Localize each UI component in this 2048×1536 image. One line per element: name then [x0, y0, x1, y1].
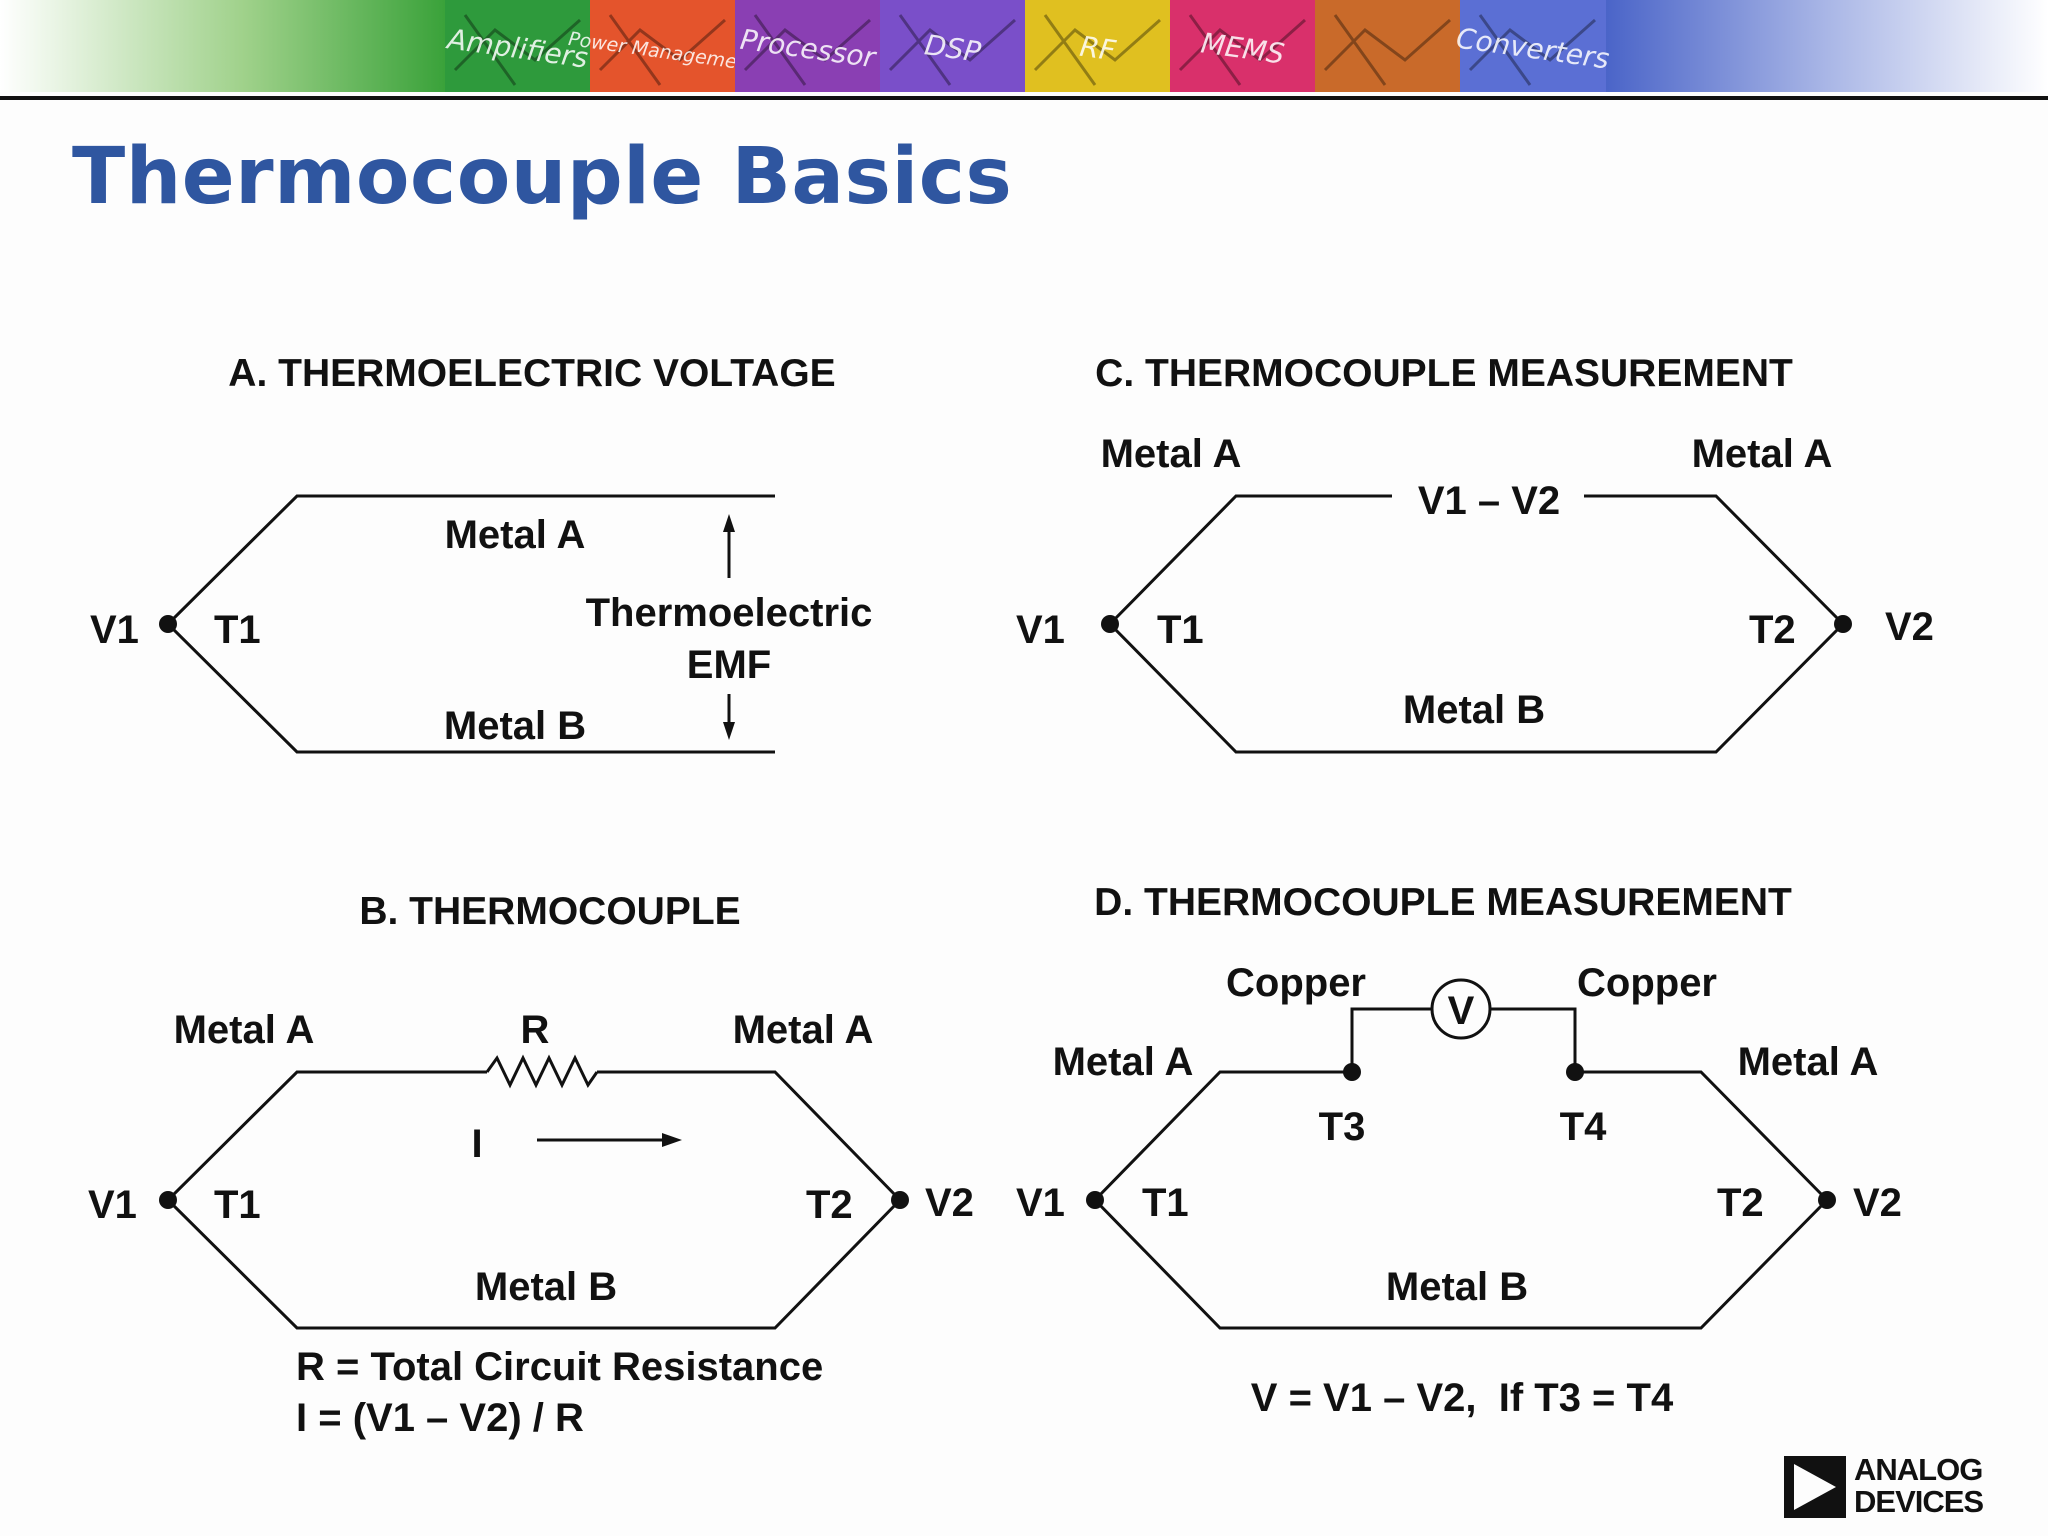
emf-arrow-down-head: [723, 722, 735, 740]
panel-b-caption: B. THERMOCOUPLE: [359, 890, 740, 933]
panel-d-copper-left-label: Copper: [1226, 961, 1366, 1005]
panel-c-v1-label: V1: [1016, 608, 1065, 652]
panel-a-t1-label: T1: [214, 608, 261, 652]
logo-wordmark: ANALOG DEVICES: [1854, 1452, 1984, 1519]
panel-b: B. THERMOCOUPLE Metal A R Metal A I V1 T…: [88, 890, 974, 1440]
logo-triangle-icon: [1784, 1456, 1846, 1518]
panel-b-junction-right: [891, 1191, 909, 1209]
panel-d-v1-label: V1: [1016, 1181, 1065, 1225]
panel-c-v2-label: V2: [1885, 605, 1934, 649]
panel-a-junction: [159, 615, 177, 633]
banner-segment-label: RF: [1078, 30, 1119, 68]
panel-a: A. THERMOELECTRIC VOLTAGE V1 T1 Metal A …: [90, 352, 873, 754]
panel-c-t2-label: T2: [1749, 608, 1796, 652]
panel-d-junction-t3: [1343, 1063, 1361, 1081]
panel-d-wires: [1092, 1070, 1830, 1330]
panel-d-equation: V = V1 – V2, If T3 = T4: [1251, 1376, 1674, 1420]
banner-segment: Amplifiers: [444, 0, 591, 92]
logo-line1: ANALOG: [1854, 1452, 1983, 1487]
panel-c-t1-label: T1: [1157, 608, 1204, 652]
panel-c-caption: C. THERMOCOUPLE MEASUREMENT: [1095, 352, 1793, 395]
panel-d-metal-a-right-label: Metal A: [1738, 1040, 1879, 1084]
panel-d-junction-right: [1818, 1191, 1836, 1209]
panel-b-note-line1: R = Total Circuit Resistance: [296, 1345, 823, 1389]
banner-segment: Power Management: [567, 0, 759, 92]
header-divider: [0, 96, 2048, 100]
panel-b-wires: [165, 1070, 903, 1330]
panel-c-metal-a-right-label: Metal A: [1692, 432, 1833, 476]
banner-segment-label: DSP: [923, 28, 983, 69]
panel-a-emf-label-line1: Thermoelectric: [586, 591, 873, 635]
panel-d-t2-label: T2: [1717, 1181, 1764, 1225]
panel-b-metal-a-left-label: Metal A: [174, 1008, 315, 1052]
panel-b-v2-label: V2: [925, 1181, 974, 1225]
panel-c-junction-left: [1101, 615, 1119, 633]
panel-c: C. THERMOCOUPLE MEASUREMENT Metal A Meta…: [1016, 352, 1934, 754]
banner-segment: MEMS: [1170, 0, 1316, 92]
slide-title: Thermocouple Basics: [72, 132, 1013, 222]
resistor-symbol: [485, 1054, 599, 1089]
panel-a-emf-label-line2: EMF: [687, 643, 771, 687]
panel-d-t3-label: T3: [1319, 1105, 1366, 1149]
banner-segment: RF: [1025, 0, 1171, 92]
copper-wire-right: [1490, 1007, 1577, 1072]
panel-b-note-line2: I = (V1 – V2) / R: [296, 1396, 584, 1440]
panel-b-current-label: I: [471, 1122, 482, 1166]
panel-a-caption: A. THERMOELECTRIC VOLTAGE: [228, 352, 835, 395]
voltmeter-label: V: [1448, 989, 1475, 1033]
panel-c-metal-a-left-label: Metal A: [1101, 432, 1242, 476]
panel-c-junction-right: [1834, 615, 1852, 633]
panel-a-metal-a-label: Metal A: [445, 513, 586, 557]
analog-devices-logo: ANALOG DEVICES: [1784, 1454, 2000, 1520]
panel-b-t2-label: T2: [806, 1183, 853, 1227]
copper-wire-left: [1350, 1007, 1432, 1072]
panel-a-metal-b-label: Metal B: [444, 704, 586, 748]
banner-segment: DSP: [880, 0, 1026, 92]
panel-c-wires: [1107, 494, 1846, 754]
panel-d-junction-t4: [1566, 1063, 1584, 1081]
panel-b-t1-label: T1: [214, 1183, 261, 1227]
panel-d-t4-label: T4: [1560, 1105, 1607, 1149]
banner-segment: Converters: [1454, 0, 1611, 92]
banner-segment: Processor: [735, 0, 881, 92]
panel-d-junction-left: [1086, 1191, 1104, 1209]
panel-b-v1-label: V1: [88, 1183, 137, 1227]
panel-a-v1-label: V1: [90, 608, 139, 652]
panel-c-vdiff-label: V1 – V2: [1418, 479, 1560, 523]
panel-d: D. THERMOCOUPLE MEASUREMENT V Copper Cop…: [1016, 881, 1902, 1420]
panel-d-metal-b-label: Metal B: [1386, 1265, 1528, 1309]
emf-arrow-up-head: [723, 514, 735, 532]
panel-b-metal-a-right-label: Metal A: [733, 1008, 874, 1052]
panel-d-copper-right-label: Copper: [1577, 961, 1717, 1005]
panel-d-caption: D. THERMOCOUPLE MEASUREMENT: [1094, 881, 1792, 924]
panel-b-junction-left: [159, 1191, 177, 1209]
panel-b-metal-b-label: Metal B: [475, 1265, 617, 1309]
panel-d-metal-a-left-label: Metal A: [1053, 1040, 1194, 1084]
banner-segment: [1315, 0, 1461, 92]
panel-d-v2-label: V2: [1853, 1181, 1902, 1225]
logo-line2: DEVICES: [1854, 1484, 1984, 1519]
current-arrow-head: [662, 1133, 682, 1147]
panel-d-t1-label: T1: [1142, 1181, 1189, 1225]
panel-c-metal-b-label: Metal B: [1403, 688, 1545, 732]
voltmeter-symbol: [1430, 978, 1492, 1040]
panel-b-resistor-label: R: [521, 1008, 550, 1052]
